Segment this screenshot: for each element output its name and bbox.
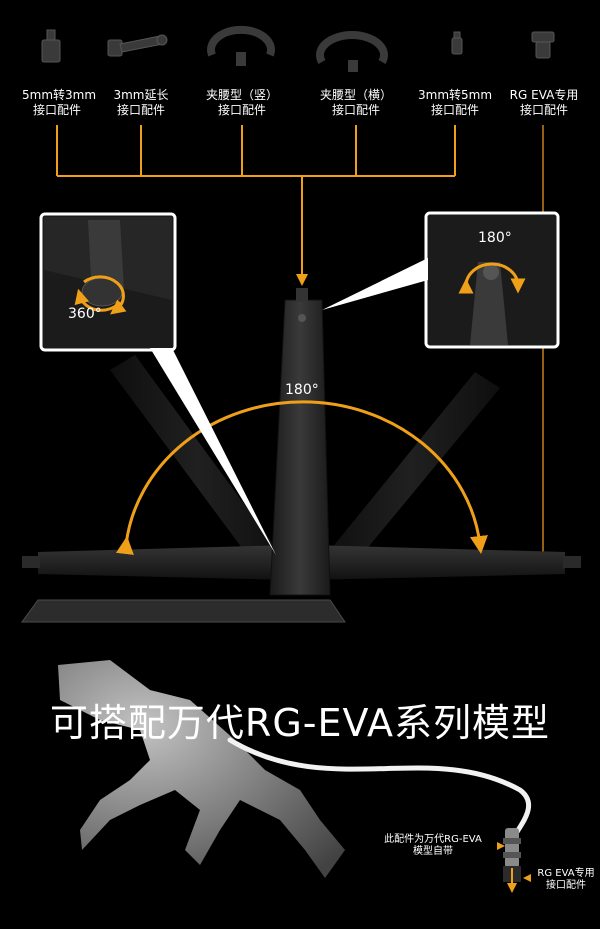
arm-swing-arc (115, 400, 488, 556)
bundled-note-line: 此配件为万代RG-EVA (384, 834, 482, 845)
peg-adapter-icon (41, 29, 61, 63)
eva-note-line: 接口配件 (546, 880, 586, 891)
eva-connector-icon (531, 31, 555, 59)
bundled-note: 此配件为万代RG-EVA 模型自带 (370, 834, 496, 858)
callout-pointer-right (322, 258, 428, 310)
accessory-connector-lines (56, 125, 456, 286)
accessory-name: 夹腰型（竖） (205, 88, 278, 102)
eva-connector-line (301, 125, 544, 590)
accessory-name: 夹腰型（横） (319, 88, 392, 102)
accessory-name: 3mm延长 (113, 88, 169, 102)
headline: 可搭配万代RG-EVA系列模型 (49, 701, 551, 745)
arm-right-horizontal (310, 545, 581, 580)
waist-clamp-vertical-icon (207, 25, 275, 66)
base-plate (21, 599, 346, 623)
eva-figure-silhouette (58, 660, 345, 878)
accessory-label-3: 夹腰型（竖） 接口配件 (192, 88, 292, 118)
eva-connector-note: RG EVA专用 接口配件 (534, 868, 598, 892)
arm-vertical (269, 288, 331, 596)
small-peg-icon (451, 31, 463, 55)
bundled-note-line: 模型自带 (413, 846, 453, 857)
arm-right-diagonal (322, 372, 500, 575)
note-pointer-right (523, 874, 531, 882)
rotation-label-180-arm: 180° (285, 382, 319, 398)
accessory-label-6: RG EVA专用 接口配件 (504, 88, 584, 118)
eva-note-line: RG EVA专用 (537, 868, 595, 879)
extension-arm-icon (107, 34, 168, 57)
accessory-type: 接口配件 (331, 103, 380, 117)
accessory-label-4: 夹腰型（横） 接口配件 (306, 88, 406, 118)
accessory-name: 5mm转3mm (22, 88, 97, 102)
rotation-label-180-zoom: 180° (478, 230, 512, 246)
rotation-label-360: 360° (68, 306, 102, 322)
accessory-label-5: 3mm转5mm 接口配件 (418, 88, 492, 118)
note-pointer-left (497, 842, 505, 850)
arm-left-horizontal (22, 545, 290, 580)
zoom-left-detail (44, 217, 172, 315)
accessory-type: 接口配件 (519, 103, 568, 117)
accessory-name: RG EVA专用 (509, 88, 579, 102)
accessory-type: 接口配件 (217, 103, 266, 117)
accessory-label-2: 3mm延长 接口配件 (106, 88, 176, 118)
zoom-right-detail (458, 262, 526, 345)
white-connector-cable (227, 737, 532, 843)
callout-pointer-left (150, 348, 276, 555)
accessory-type: 接口配件 (430, 103, 479, 117)
waist-clamp-horizontal-icon (316, 31, 388, 72)
accessory-name: 3mm转5mm (418, 88, 493, 102)
arm-left-diagonal (110, 355, 285, 575)
accessory-type: 接口配件 (32, 103, 81, 117)
accessory-label-1: 5mm转3mm 接口配件 (22, 88, 97, 118)
accessory-type: 接口配件 (116, 103, 165, 117)
